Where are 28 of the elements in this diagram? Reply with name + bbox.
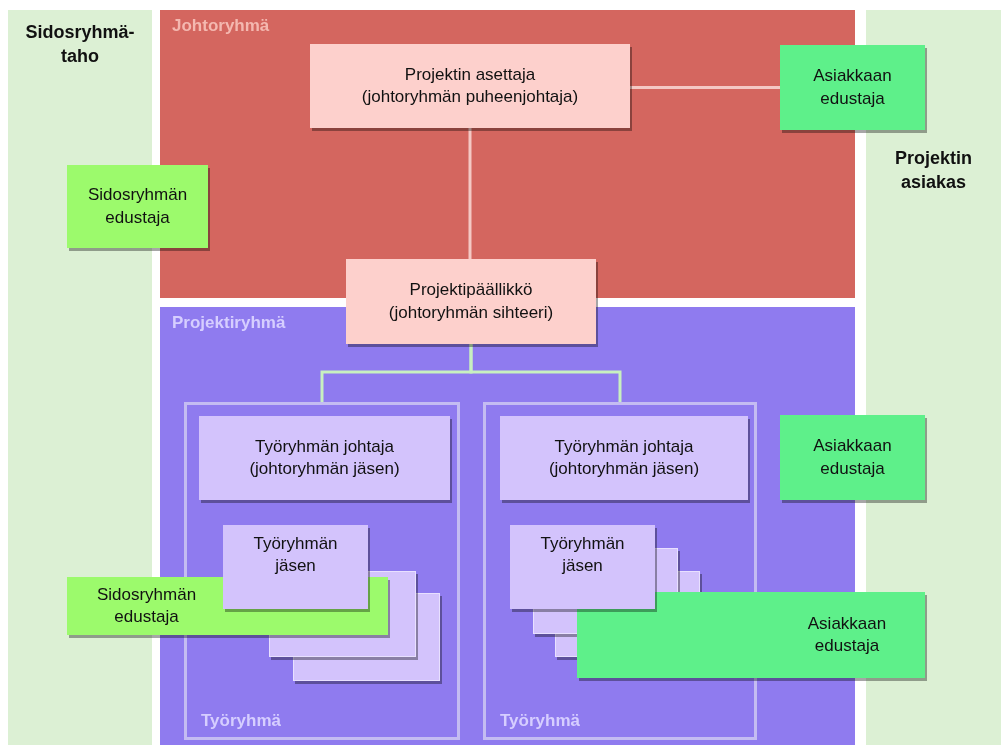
connector-line — [469, 344, 622, 402]
role-label: Asiakkaan edustaja — [806, 612, 888, 657]
group-title: Työryhmä — [201, 711, 281, 731]
role-label: Työryhmän jäsen — [539, 533, 626, 578]
role-label: Projektipäällikkö (johtoryhmän sihteeri) — [387, 279, 555, 324]
group-title: Johtoryhmä — [172, 16, 270, 36]
role-box — [346, 259, 596, 344]
role-label: Työryhmän jäsen — [252, 533, 339, 578]
role-box — [500, 416, 748, 500]
role-label: Sidosryhmän edustaja — [95, 583, 198, 628]
group-title: Projektiryhmä — [172, 313, 286, 333]
group-title: Työryhmä — [500, 711, 580, 731]
band-title: Sidosryhmä-taho — [24, 21, 136, 69]
band-title: Projektin asiakas — [894, 147, 973, 195]
role-box — [310, 44, 630, 128]
role-box — [199, 416, 450, 500]
role-label: Projektin asettaja (johtoryhmän puheenjohtaja) — [360, 63, 580, 108]
role-box — [780, 415, 925, 500]
role-box — [780, 45, 925, 130]
role-label: Sidosryhmän edustaja — [86, 184, 189, 229]
role-box — [577, 592, 925, 678]
connector-line — [630, 86, 780, 89]
role-label: Asiakkaan edustaja — [812, 65, 893, 110]
role-label: Asiakkaan edustaja — [812, 435, 893, 480]
role-label: Työryhmän johtaja (johtoryhmän jäsen) — [547, 435, 701, 480]
role-label: Työryhmän johtaja (johtoryhmän jäsen) — [248, 435, 401, 480]
connector-line — [468, 128, 472, 259]
role-box — [67, 165, 208, 248]
